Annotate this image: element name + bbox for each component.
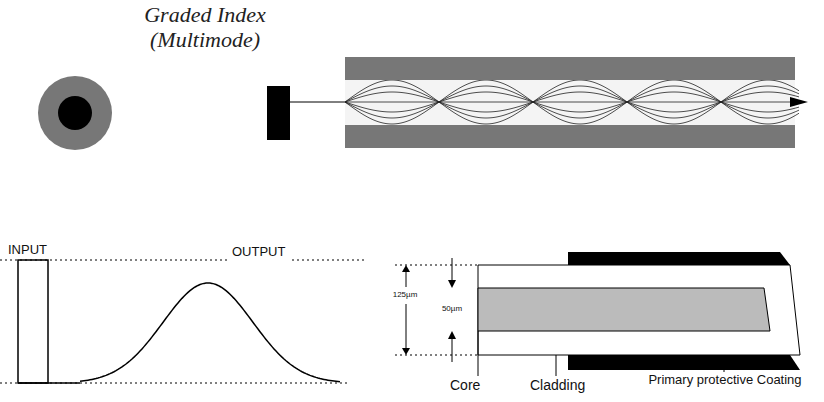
dimension-line — [406, 304, 407, 353]
leader-line — [556, 355, 557, 376]
pulse-label: OUTPUT — [232, 245, 292, 259]
dotted-base — [0, 383, 350, 384]
cladding-bottom — [345, 125, 795, 148]
core-detail — [478, 288, 770, 331]
part-label: Cladding — [530, 378, 620, 393]
output-pulse — [80, 283, 340, 382]
dotted-level — [125, 260, 230, 261]
dimension-arrow — [448, 280, 456, 288]
leader-line — [478, 331, 479, 376]
part-label: Primary protective Coating — [640, 373, 810, 387]
ray-path — [345, 86, 799, 118]
part-label: Core — [450, 378, 510, 393]
dimension-arrow — [448, 331, 456, 339]
cladding-section — [38, 76, 112, 150]
ray-path — [345, 86, 799, 118]
ray-path — [345, 80, 799, 124]
coating-top — [568, 252, 790, 265]
cladding-top — [345, 57, 795, 80]
ray-axis — [345, 102, 800, 103]
dimension-arrow — [402, 348, 410, 355]
dimension-extension — [395, 265, 478, 266]
dimension-label: 50µm — [430, 304, 474, 313]
dimension-arrow — [402, 265, 410, 272]
input-pulse — [18, 260, 48, 383]
dimension-extension — [395, 355, 478, 356]
output-arrow — [790, 97, 808, 107]
leader-line — [724, 370, 725, 372]
pulse-label: INPUT — [8, 243, 68, 257]
ray-entry — [290, 102, 345, 103]
light-rays — [345, 80, 800, 124]
figure-title: Graded Index (Multimode) — [130, 2, 280, 52]
dimension-label: 125µm — [380, 290, 430, 299]
dotted-level — [292, 260, 365, 261]
core-section — [58, 96, 92, 130]
pulse-base — [18, 382, 80, 384]
coating-bottom — [568, 355, 800, 370]
cladding-detail — [478, 265, 800, 355]
light-source — [267, 86, 290, 140]
ray-path — [345, 80, 799, 124]
